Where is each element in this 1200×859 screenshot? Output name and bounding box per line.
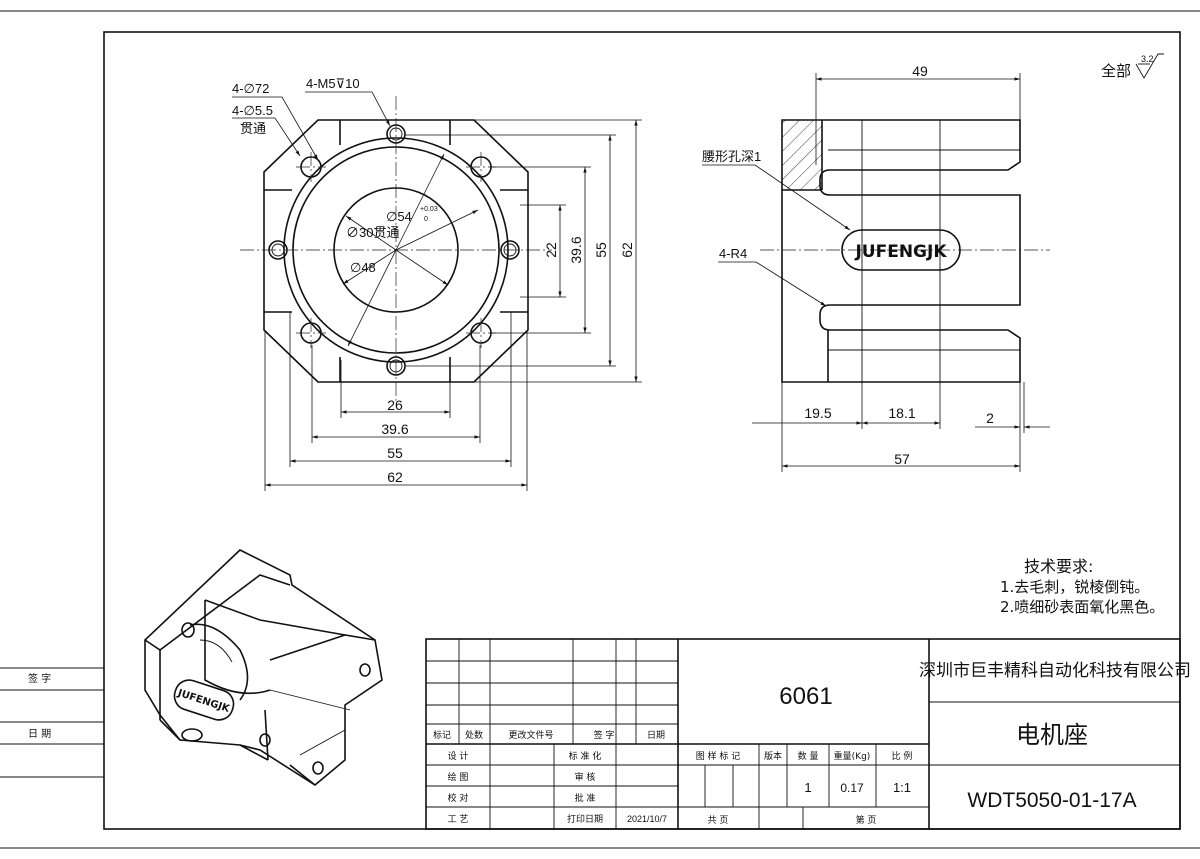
left-margin-boxes: 签 字 日 期: [0, 667, 104, 778]
date-label: 日 期: [28, 728, 51, 740]
tech-notes-line1: 1.去毛刺，锐棱倒钝。: [1000, 578, 1149, 596]
surface-finish-symbol: 全部 3.2: [1101, 53, 1164, 80]
tech-notes-title: 技术要求:: [1024, 557, 1093, 576]
isometric-view: JUFENGJK: [144, 549, 383, 786]
slot-label: 腰形孔深1: [702, 149, 761, 164]
dim-top-49: 49: [912, 63, 928, 79]
sign-label: 签 字: [28, 672, 51, 685]
hole-label-through: 贯通: [240, 121, 266, 136]
bore-54-label: ∅54: [386, 209, 412, 224]
print-date-label: 打印日期: [567, 813, 603, 825]
tech-notes-line2: 2.喷细砂表面氧化黑色。: [1000, 598, 1164, 616]
dim-h-26: 26: [387, 397, 403, 413]
dim-57: 57: [894, 451, 910, 467]
front-view-labels: 4-∅72 4-∅5.5 贯通 4-M5⊽10 ∅54 +0.03 0 ∅30贯…: [232, 76, 635, 485]
radius-label: 4-R4: [719, 246, 747, 261]
qty-label: 数 量: [798, 750, 819, 762]
iso-logo: JUFENGJK: [175, 688, 231, 716]
tol-upper: +0.03: [420, 206, 438, 213]
rev-header-count: 处数: [465, 729, 483, 741]
dim-18-1: 18.1: [888, 405, 915, 421]
scale-label: 比 例: [892, 750, 913, 762]
dim-h-39-6: 39.6: [381, 421, 408, 437]
scale-value: 1:1: [893, 780, 911, 795]
front-view: [232, 91, 642, 491]
dim-h-62: 62: [387, 469, 403, 485]
review-label: 审 核: [575, 771, 596, 783]
dim-v-22: 22: [543, 242, 559, 258]
stage-label: 图 样 标 记: [696, 750, 741, 762]
side-view: [702, 73, 1050, 472]
dim-19-5: 19.5: [804, 405, 831, 421]
rev-header-date: 日期: [647, 730, 665, 741]
surface-finish-label: 全部: [1101, 62, 1131, 80]
dim-v-39-6: 39.6: [568, 236, 584, 263]
hole-label-72: 4-∅72: [232, 81, 269, 96]
part-name: 电机座: [1016, 721, 1088, 749]
row-check: 校 对: [448, 792, 469, 804]
bore-30-label: ∅30贯通: [346, 225, 399, 240]
row-process: 工 艺: [448, 814, 469, 825]
title-block-text: 6061 深圳市巨丰精科自动化科技有限公司 电机座 WDT5050-01-17A…: [433, 661, 1191, 826]
dim-v-62: 62: [619, 242, 635, 258]
bore-48-label: ∅48: [350, 260, 376, 275]
qty-value: 1: [804, 780, 811, 795]
version-label: 版本: [764, 750, 782, 762]
hole-label-55: 4-∅5.5: [232, 103, 273, 118]
dim-v-55: 55: [593, 242, 609, 258]
print-date: 2021/10/7: [627, 814, 667, 824]
row-draw: 绘 图: [448, 771, 469, 783]
dim-h-55: 55: [387, 445, 403, 461]
approve-label: 批 准: [575, 792, 596, 804]
rev-header-sign: 签 字: [594, 729, 615, 741]
row-design: 设 计: [448, 750, 469, 762]
rev-header-doc: 更改文件号: [508, 729, 553, 741]
side-logo: JUFENGJK: [854, 242, 947, 262]
title-block: [425, 638, 1181, 830]
company-name: 深圳市巨丰精科自动化科技有限公司: [919, 661, 1191, 681]
drawing-number: WDT5050-01-17A: [967, 789, 1136, 812]
material: 6061: [779, 683, 832, 710]
dim-2: 2: [986, 410, 994, 426]
sheet-label: 第 页: [856, 814, 877, 826]
rev-header-mark: 标记: [433, 729, 451, 741]
tol-lower: 0: [424, 216, 428, 223]
total-pages-label: 共 页: [708, 815, 729, 826]
side-view-labels: 49 腰形孔深1 4-R4 JUFENGJK 19.5 18.1 2 57: [702, 63, 994, 467]
weight-label: 重量(Kg): [834, 750, 871, 762]
tech-notes: 技术要求: 1.去毛刺，锐棱倒钝。 2.喷细砂表面氧化黑色。: [1000, 557, 1164, 616]
surface-finish-value: 3.2: [1141, 54, 1154, 64]
weight-value: 0.17: [840, 781, 864, 795]
standardize-label: 标 准 化: [569, 750, 602, 762]
tap-label: 4-M5⊽10: [306, 76, 360, 91]
